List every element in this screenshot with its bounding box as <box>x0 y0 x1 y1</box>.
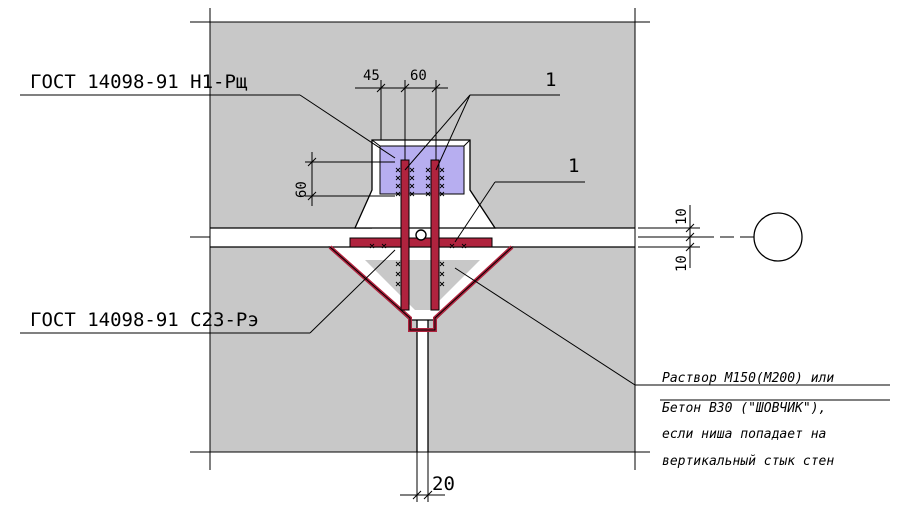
rebar-right <box>430 159 440 311</box>
dim-60-top: 60 <box>410 68 427 84</box>
dim-45: 45 <box>363 68 380 84</box>
embedded-plate <box>379 145 465 195</box>
note-line-2: Бетон В30 ("ШОВЧИК"), <box>662 401 826 416</box>
note-line-1: Раствор М150(М200) или <box>662 371 834 386</box>
dim-60-side: 60 <box>294 181 310 198</box>
rebar-left <box>400 159 410 311</box>
dim-10-bottom: 10 <box>674 255 690 272</box>
callout-1a: 1 <box>545 69 556 91</box>
dim-10-top: 10 <box>674 208 690 225</box>
frame-lines <box>190 8 650 470</box>
note-line-4: вертикальный стык стен <box>662 454 834 469</box>
label-gost-top: ГОСТ 14098-91 Н1-Рщ <box>30 71 248 93</box>
nut-symbol <box>415 229 427 241</box>
callout-1b: 1 <box>568 155 579 177</box>
label-gost-bottom: ГОСТ 14098-91 С23-Рэ <box>30 309 259 331</box>
mortar-fill <box>365 260 480 310</box>
dim-bottom <box>400 452 445 502</box>
vertical-joint <box>417 320 428 452</box>
weld-marks <box>369 167 467 287</box>
dim-side <box>305 152 395 206</box>
dim-20: 20 <box>432 473 455 495</box>
dim-top <box>355 80 448 160</box>
dim-right <box>638 205 700 268</box>
note-line-3: если ниша попадает на <box>662 427 826 442</box>
axis-bubble <box>753 212 803 262</box>
